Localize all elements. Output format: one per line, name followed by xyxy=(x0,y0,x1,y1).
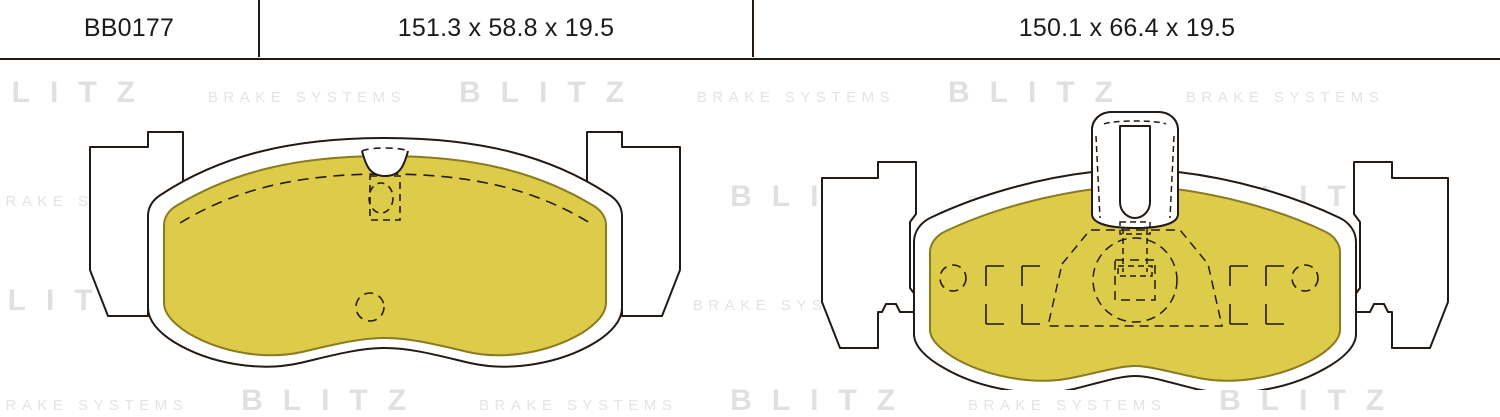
center-tab-dashed-right xyxy=(1169,135,1175,219)
header-divider xyxy=(752,0,754,57)
watermark-tagline: BRAKE SYSTEMS xyxy=(0,397,189,414)
bracket-mark-left-bottom xyxy=(985,304,1004,325)
pin-head-dashed xyxy=(1119,221,1151,235)
brake-pad-drawing-left xyxy=(89,131,681,368)
chamfer-dashed-line xyxy=(179,173,591,224)
friction-material xyxy=(163,155,607,357)
watermark-brand: BLITZ xyxy=(459,76,644,109)
center-square-dashed xyxy=(1114,259,1156,301)
header-divider xyxy=(258,0,260,57)
watermark-tagline: BRAKE SYSTEMS xyxy=(968,397,1167,414)
wear-sensor-notch-dashed-top xyxy=(361,147,409,152)
center-tab-slot xyxy=(1119,125,1151,219)
bracket-mark-right-bottom2 xyxy=(1265,304,1284,325)
wear-sensor-oval xyxy=(368,182,394,214)
mounting-ear-right xyxy=(1353,161,1449,349)
part-code-cell: BB0177 xyxy=(83,14,175,42)
watermark-tagline: BRAKE SYSTEMS xyxy=(207,89,407,106)
pin-base-dashed xyxy=(1117,265,1153,277)
dimensions-left-cell: 151.3 x 58.8 x 19.5 xyxy=(397,14,615,42)
center-tab-dashed-left xyxy=(1095,135,1101,219)
rivet-hole-right xyxy=(1291,264,1319,292)
dimensions-right-cell: 150.1 x 66.4 x 19.5 xyxy=(1018,14,1236,42)
bracket-mark-left-bottom2 xyxy=(1021,304,1040,325)
header-table: BB0177 151.3 x 58.8 x 19.5 150.1 x 66.4 … xyxy=(0,0,1500,60)
rivet-hole-left xyxy=(939,264,967,292)
wear-sensor-rect xyxy=(369,175,401,221)
watermark-row: BRAKE SYSTEMS BLITZ BRAKE SYSTEMS BLITZ … xyxy=(0,386,1404,416)
bracket-mark-right-top xyxy=(1229,265,1248,286)
watermark-brand: BLITZ xyxy=(0,76,155,109)
center-circle-dashed xyxy=(1092,237,1178,323)
bracket-mark-left-top xyxy=(985,265,1004,286)
pin-stem-dashed xyxy=(1122,228,1148,272)
bracket-mark-left-top2 xyxy=(1021,265,1040,286)
bracket-mark-right-top2 xyxy=(1265,265,1284,286)
brake-pad-drawing-right xyxy=(821,111,1449,390)
center-tab-dashed-top xyxy=(1103,120,1167,125)
watermark-tagline: BRAKE SYSTEMS xyxy=(479,397,678,414)
rivet-hole-marking xyxy=(355,292,385,322)
friction-material xyxy=(929,187,1341,382)
bracket-mark-right-bottom xyxy=(1229,304,1248,325)
mounting-ear-left xyxy=(821,161,917,349)
